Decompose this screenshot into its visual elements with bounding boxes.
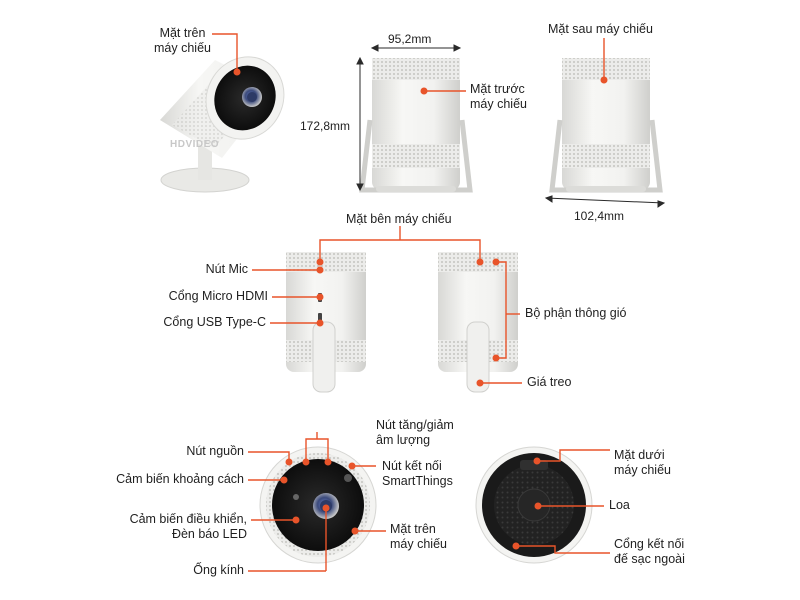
label-power-button: Nút nguồn — [186, 444, 244, 458]
label-usb-c: Cổng USB Type-C — [163, 315, 266, 329]
projector-top-face-view — [259, 446, 377, 564]
dimension-lines — [356, 44, 666, 208]
label-back-face: Mặt sau máy chiếu — [548, 22, 653, 36]
watermark-logo: HDVIDEO — [170, 139, 220, 150]
dim-height: 172,8mm — [300, 119, 351, 133]
label-micro-hdmi: Cổng Micro HDMI — [168, 289, 268, 303]
label-stand: Giá treo — [527, 375, 572, 389]
projector-side-right — [438, 252, 518, 393]
label-volume-buttons: Nút tăng/giảm âm lượng — [376, 418, 454, 447]
middle-callout-lines — [252, 226, 522, 384]
middle-callout-dots — [316, 258, 500, 387]
projector-bottom-face-view — [475, 446, 593, 564]
dim-depth: 102,4mm — [574, 209, 625, 223]
projector-side-left — [286, 252, 366, 393]
label-charging-port: Cổng kết nối đế sạc ngoài — [614, 537, 685, 566]
label-mic-button: Nút Mic — [205, 262, 248, 276]
projector-back-view — [549, 58, 663, 193]
label-distance-sensor: Cảm biến khoảng cách — [116, 472, 244, 486]
label-side-face: Mặt bên máy chiếu — [346, 212, 452, 226]
label-vents: Bộ phận thông gió — [525, 306, 627, 320]
label-top-face-bottom: Mặt trên máy chiếu — [390, 522, 447, 551]
bottom-callout-dots — [280, 457, 542, 550]
label-lens: Ống kính — [193, 563, 244, 577]
top-callout-dots — [233, 68, 608, 95]
label-top-face: Mặt trên máy chiếu — [154, 26, 211, 55]
dim-width: 95,2mm — [388, 32, 432, 46]
label-bottom-face: Mặt dưới máy chiếu — [614, 448, 671, 477]
top-callout-lines — [212, 33, 605, 92]
label-smartthings-button: Nút kết nối SmartThings — [382, 459, 453, 488]
label-front-face: Mặt trước máy chiếu — [470, 82, 527, 111]
label-remote-sensor-led: Cảm biến điều khiển, Đèn báo LED — [129, 512, 247, 541]
label-speaker: Loa — [609, 498, 630, 512]
projector-front-view — [359, 58, 473, 193]
projector-perspective — [160, 56, 285, 193]
